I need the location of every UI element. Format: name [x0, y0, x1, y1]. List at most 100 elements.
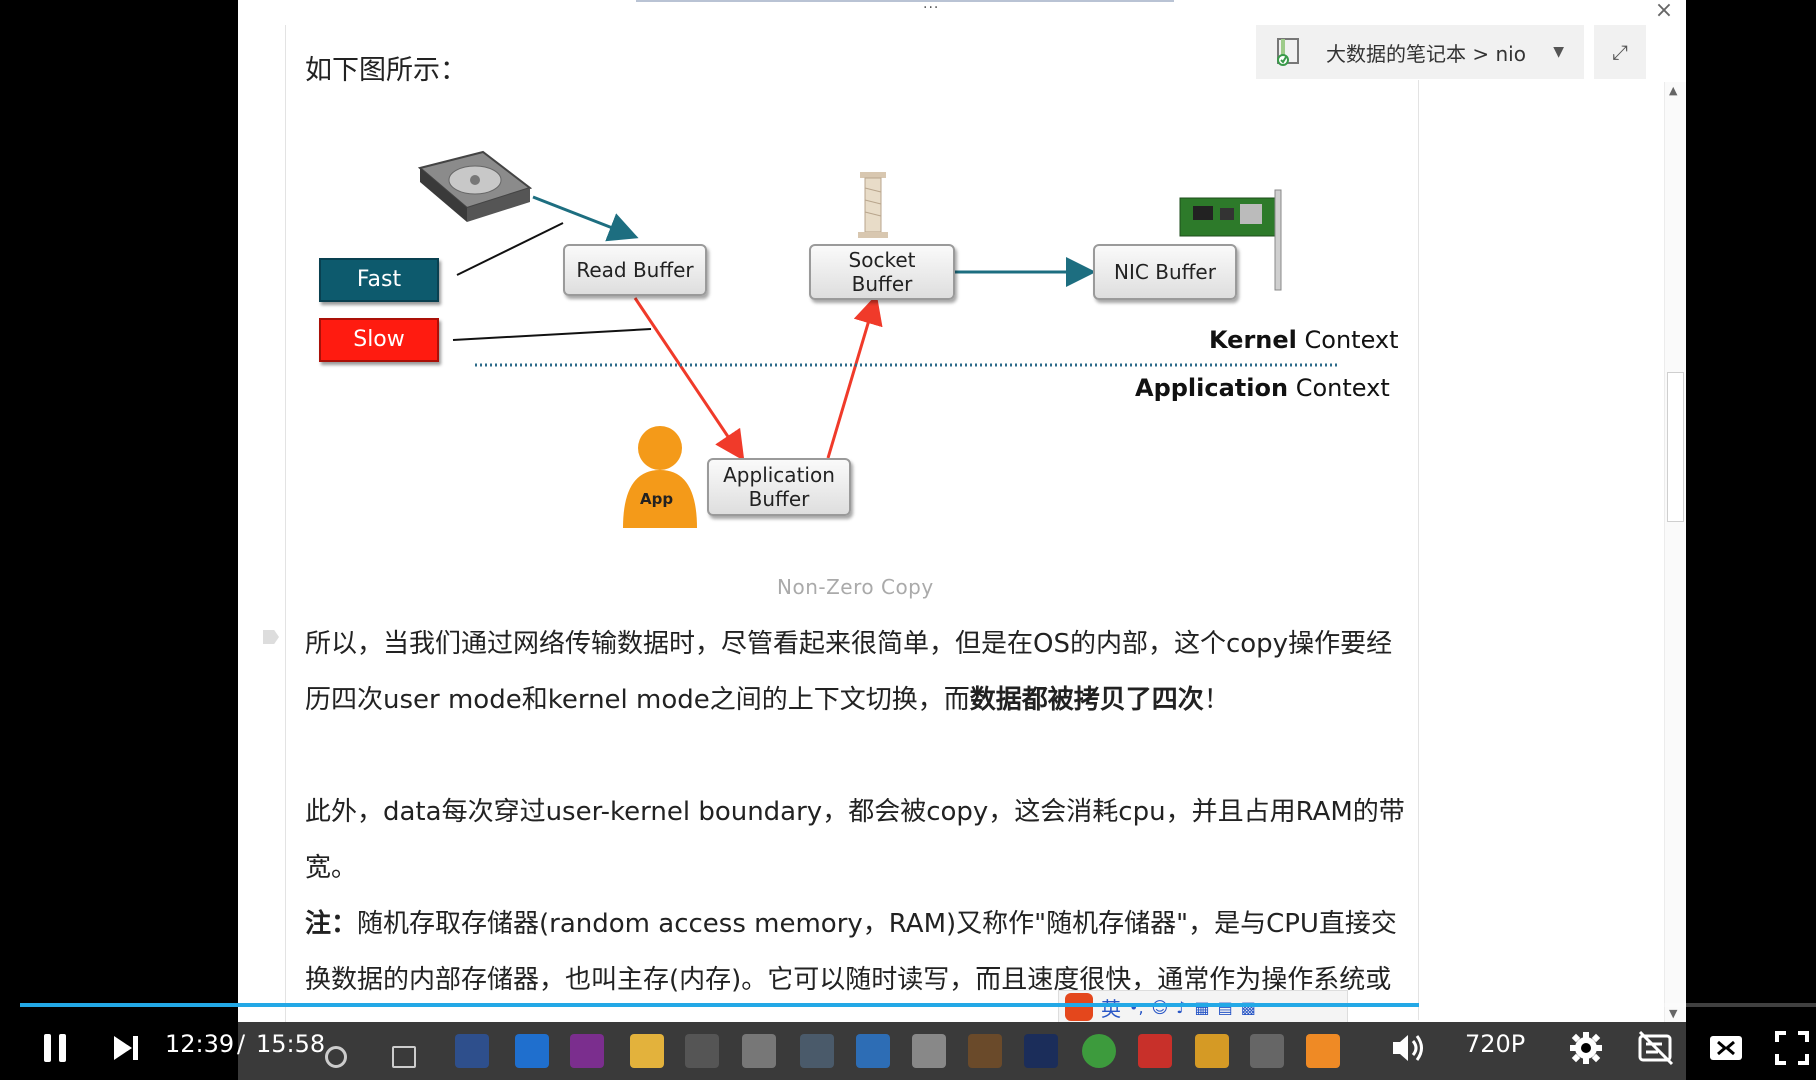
read-buffer-box: Read Buffer [563, 244, 707, 296]
socket-buffer-line2: Buffer [851, 272, 913, 296]
page-margin-line-right [1418, 80, 1419, 1020]
help-icon[interactable] [1250, 1034, 1284, 1068]
kernel-rest: Context [1296, 326, 1399, 354]
ime-punctuation-icon[interactable]: •, [1129, 997, 1144, 1017]
photoshop-icon[interactable] [1024, 1034, 1058, 1068]
volume-icon [1393, 1035, 1423, 1061]
ime-emoji-icon[interactable]: ☺ [1151, 997, 1169, 1017]
socket-spool-icon [858, 172, 888, 238]
fullscreen-button[interactable] [1774, 1030, 1810, 1066]
paragraph-2-line-2: 宽。 [305, 853, 358, 883]
expand-icon[interactable]: ⤢ [1594, 25, 1646, 79]
kernel-bold: Kernel [1209, 326, 1297, 354]
chevron-down-icon[interactable]: ▼ [1553, 44, 1564, 60]
chrome-icon[interactable] [1082, 1034, 1116, 1068]
para1-line2-end: ！ [1203, 685, 1230, 715]
socket-buffer-box: Socket Buffer [809, 244, 955, 300]
notebook-icon [1274, 36, 1306, 68]
pause-icon [44, 1034, 66, 1062]
pip-icon [1710, 1036, 1742, 1060]
fullscreen-icon [1775, 1031, 1809, 1065]
application-rest: Context [1288, 374, 1390, 402]
duration: 15:58 [256, 1030, 326, 1058]
socket-buffer-line1: Socket [848, 248, 916, 272]
app-icon-orange[interactable] [1306, 1034, 1340, 1068]
note-line-1-text: 随机存取存储器(random access memory，RAM)又称作"随机存… [357, 909, 1397, 939]
application-buffer-line1: Application [723, 463, 835, 487]
ime-toolbar[interactable]: 英 •, ☺ ♪ ▦ ▤ ▩ [1058, 990, 1348, 1024]
diagram-caption: Non-Zero Copy [777, 575, 934, 599]
application-bold: Application [1135, 374, 1289, 402]
app-icon-gear[interactable] [742, 1034, 776, 1068]
sogou-ime-icon[interactable] [1065, 993, 1093, 1021]
cortana-icon[interactable] [325, 1046, 347, 1068]
scrollbar-thumb[interactable] [1667, 372, 1684, 522]
next-icon [114, 1036, 138, 1060]
ime-mic-icon[interactable]: ♪ [1176, 997, 1187, 1017]
edge-browser-icon[interactable] [515, 1034, 549, 1068]
hard-disk-icon [417, 150, 533, 222]
kernel-context-label: Kernel Context [1209, 326, 1399, 354]
next-button[interactable] [110, 1032, 142, 1064]
more-options-icon[interactable]: ··· [923, 0, 940, 16]
application-context-label: Application Context [1135, 374, 1390, 402]
gear-icon [1570, 1032, 1602, 1064]
app-icon-flower[interactable] [912, 1034, 946, 1068]
note-paragraph: 注：随机存取存储器(random access memory，RAM)又称作"随… [305, 896, 1415, 1008]
scroll-down-icon[interactable]: ▼ [1669, 1007, 1678, 1020]
page-margin-line [285, 25, 286, 1025]
vertical-scrollbar[interactable]: ▲ ▼ [1664, 82, 1686, 1022]
ime-language[interactable]: 英 [1101, 996, 1121, 1021]
task-view-icon[interactable] [392, 1046, 416, 1068]
paragraph-handle-icon[interactable] [263, 630, 279, 644]
file-explorer-icon[interactable] [630, 1034, 664, 1068]
paragraph-1: 所以，当我们通过网络传输数据时，尽管看起来很简单，但是在OS的内部，这个copy… [305, 616, 1415, 728]
slow-legend: Slow [319, 318, 439, 362]
app-icon-fx[interactable] [685, 1034, 719, 1068]
progress-played [20, 1003, 1420, 1007]
danmaku-toggle-button[interactable] [1636, 1028, 1676, 1068]
video-progress-bar[interactable] [20, 1003, 1816, 1007]
paragraph-2: 此外，data每次穿过user-kernel boundary，都会被copy，… [305, 784, 1415, 896]
current-time: 12:39 [165, 1030, 235, 1058]
app-icon-disc[interactable] [800, 1034, 834, 1068]
ime-skin-icon[interactable]: ▤ [1217, 997, 1233, 1017]
settings-button[interactable] [1568, 1030, 1604, 1066]
ime-toolbox-icon[interactable]: ▩ [1240, 997, 1256, 1017]
app-icon-cogs[interactable] [968, 1034, 1002, 1068]
note-line-1: 注：随机存取存储器(random access memory，RAM)又称作"随… [305, 896, 1415, 952]
paragraph-1-line-1: 所以，当我们通过网络传输数据时，尽管看起来很简单，但是在OS的内部，这个copy… [305, 629, 1393, 659]
quality-selector[interactable]: 720P [1465, 1030, 1526, 1058]
app-icon-arrow[interactable] [856, 1034, 890, 1068]
app-icon-live[interactable] [1138, 1034, 1172, 1068]
diagram-connectors [417, 150, 1340, 528]
application-buffer-line2: Buffer [748, 487, 810, 511]
close-icon[interactable]: × [1654, 0, 1674, 23]
pause-button[interactable] [40, 1030, 70, 1066]
para1-line2-text: 历四次user mode和kernel mode之间的上下文切换，而 [305, 685, 970, 715]
section-heading: 如下图所示： [305, 55, 467, 86]
notebook-selector[interactable]: 大数据的笔记本 > nio ▼ [1256, 25, 1584, 79]
app-label: App [640, 490, 674, 508]
para1-bold-text: 数据都被拷贝了四次 [969, 685, 1204, 715]
onenote-icon[interactable] [570, 1034, 604, 1068]
nic-buffer-box: NIC Buffer [1093, 244, 1237, 300]
app-user-icon [623, 426, 697, 528]
volume-button[interactable] [1390, 1030, 1426, 1066]
notebook-path: 大数据的笔记本 > nio [1326, 41, 1526, 66]
paragraph-1-line-2: 历四次user mode和kernel mode之间的上下文切换，而数据都被拷贝… [305, 672, 1415, 728]
time-separator: / [237, 1030, 246, 1058]
application-buffer-box: Application Buffer [707, 458, 851, 516]
app-icon-1[interactable] [455, 1034, 489, 1068]
nic-card-icon [1179, 189, 1282, 291]
note-label: 注： [305, 909, 358, 939]
ime-keyboard-icon[interactable]: ▦ [1194, 997, 1210, 1017]
fast-legend: Fast [319, 258, 439, 302]
pip-button[interactable] [1708, 1030, 1744, 1066]
scroll-up-icon[interactable]: ▲ [1669, 84, 1678, 97]
non-zero-copy-diagram: Fast Slow Read Buffer Socket Buffer NIC … [305, 140, 1415, 560]
app-icon-folder[interactable] [1195, 1034, 1229, 1068]
paragraph-2-line-1: 此外，data每次穿过user-kernel boundary，都会被copy，… [305, 797, 1405, 827]
danmaku-off-icon [1638, 1030, 1674, 1066]
